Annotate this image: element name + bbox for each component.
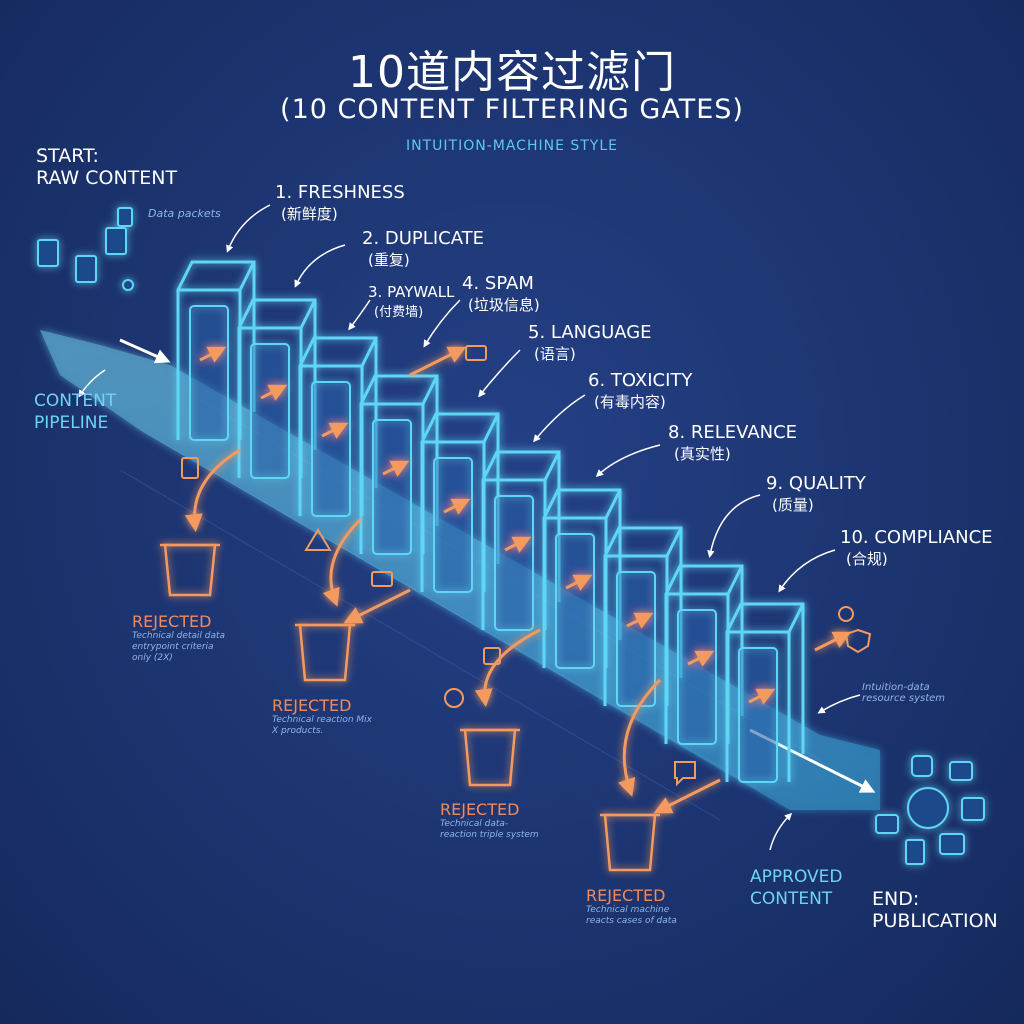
rejected-label: REJECTED (440, 800, 520, 819)
gate-name: 6. TOXICITY (588, 370, 693, 391)
document-icon (905, 839, 925, 865)
image-icon (371, 571, 393, 587)
gate-label-duplicate: 2. DUPLICATE (重复) (362, 228, 484, 270)
approved-line1: APPROVED (750, 867, 843, 887)
document-icon (75, 255, 97, 283)
rejected-label: REJECTED (586, 886, 666, 905)
label-pointers (78, 204, 861, 851)
gate-label-relevance: 8. RELEVANCE (真实性) (668, 422, 797, 464)
image-icon (875, 814, 899, 834)
gate-name: 10. COMPLIANCE (840, 527, 993, 548)
globe-icon (907, 787, 949, 829)
intuition-note: Intuition-data resource system (862, 682, 946, 704)
document-icon (181, 457, 199, 479)
filter-gate (420, 412, 500, 593)
rejected-label: REJECTED (272, 696, 352, 715)
mail-icon (465, 345, 487, 361)
document-icon (117, 207, 133, 227)
gear-icon (838, 606, 854, 622)
data-packets-note: Data packets (148, 207, 221, 220)
rejected-note: Technical detail data entrypoint criteri… (132, 631, 226, 663)
gate-cn: (垃圾信息) (468, 296, 540, 314)
gate-label-toxicity: 6. TOXICITY (有毒内容) (588, 370, 692, 412)
chat-icon (674, 761, 696, 787)
pipeline-line1: CONTENT (34, 391, 117, 411)
trash-bin-icon (295, 623, 355, 682)
filter-gate (176, 260, 256, 441)
gate-label-freshness: 1. FRESHNESS (新鲜度) (275, 182, 405, 224)
rejected-block-2: REJECTED Technical reaction Mix X produc… (272, 696, 372, 737)
trash-bin-icon (160, 543, 220, 597)
document-icon (105, 227, 127, 255)
code-icon (939, 833, 965, 855)
start-label: START: RAW CONTENT (36, 145, 177, 189)
gate-name: 4. SPAM (462, 273, 534, 294)
trash-bin-icon (460, 728, 520, 787)
rejected-label: REJECTED (132, 612, 212, 631)
filter-gate (237, 298, 317, 479)
end-label: END: PUBLICATION (872, 888, 998, 932)
block-icon (444, 688, 464, 708)
gate-name: 8. RELEVANCE (668, 422, 798, 443)
style-note: INTUITION-MACHINE STYLE (406, 138, 618, 154)
start-line2: RAW CONTENT (36, 167, 178, 189)
rejected-note: Technical data-reaction triple system (440, 819, 539, 840)
gear-icon (911, 755, 933, 777)
approved-content-label: APPROVED CONTENT (750, 866, 843, 910)
gate-name: 2. DUPLICATE (362, 228, 484, 249)
gate-label-language: 5. LANGUAGE (语言) (528, 322, 652, 364)
gate-cn: (付费墙) (374, 305, 424, 320)
gate-cn: (有毒内容) (594, 393, 666, 411)
rejected-note: Technical reaction Mix X products. (272, 715, 372, 736)
filter-gate (298, 336, 378, 517)
trash-bin-icon (600, 813, 660, 872)
rejected-block-1: REJECTED Technical detail data entrypoin… (132, 612, 232, 664)
reject-arrows (184, 346, 852, 814)
content-pipeline-label: CONTENT PIPELINE (34, 390, 116, 434)
data-packets (37, 207, 134, 291)
gate-label-paywall: 3. PAYWALL (付费墙) (368, 283, 454, 320)
gate-cn: (质量) (772, 496, 814, 514)
document-icon (37, 239, 59, 267)
shield-icon (844, 628, 872, 654)
gate-cn: (语言) (534, 345, 576, 363)
entry-arrow (119, 338, 171, 364)
filter-gate (359, 374, 439, 555)
gate-cn: (真实性) (674, 445, 731, 463)
pipeline-line2: PIPELINE (34, 413, 109, 433)
start-line1: START: (36, 145, 99, 167)
gate-name: 5. LANGUAGE (528, 322, 652, 343)
approved-line2: CONTENT (750, 889, 833, 909)
gate-label-quality: 9. QUALITY (质量) (766, 473, 866, 515)
warning-icon (304, 528, 332, 551)
filter-gate (664, 564, 744, 745)
page-title: 10道内容过滤门 (348, 47, 676, 98)
publication-icons (875, 755, 985, 865)
end-line2: PUBLICATION (872, 910, 998, 932)
gate-name: 9. QUALITY (766, 473, 866, 494)
gate-cn: (合规) (846, 550, 888, 568)
gate-label-spam: 4. SPAM (垃圾信息) (462, 273, 540, 315)
gate-name: 1. FRESHNESS (275, 182, 405, 203)
checkbox-icon (483, 647, 501, 665)
end-line1: END: (872, 888, 920, 910)
chat-icon (949, 761, 973, 781)
gate-name: 3. PAYWALL (368, 283, 455, 301)
gate-cn: (重复) (368, 251, 410, 269)
filter-gate (725, 602, 805, 783)
gate-label-compliance: 10. COMPLIANCE (合规) (840, 527, 993, 569)
rejected-block-4: REJECTED Technical machine reacts cases … (586, 886, 686, 927)
rejected-note: Technical machine reacts cases of data (586, 905, 677, 926)
page-subtitle: (10 CONTENT FILTERING GATES) (280, 94, 744, 125)
rejected-block-3: REJECTED Technical data-reaction triple … (440, 800, 540, 841)
gate-cn: (新鲜度) (281, 205, 338, 223)
check-doc-icon (961, 797, 985, 821)
